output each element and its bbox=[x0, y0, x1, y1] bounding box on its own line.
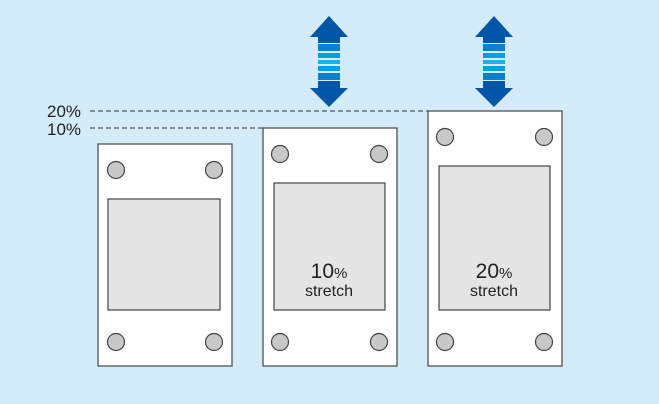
panel-10-stretch: 10% stretch bbox=[262, 127, 398, 367]
panel-original bbox=[97, 143, 233, 367]
mount-hole-icons bbox=[270, 144, 389, 352]
stretch-caption: stretch bbox=[305, 283, 353, 300]
panel-20-stretch: 20% stretch bbox=[427, 110, 563, 367]
mount-hole-icons bbox=[435, 127, 554, 352]
stretch-arrow-icon bbox=[475, 16, 513, 107]
stretch-percent: 10% bbox=[311, 260, 348, 283]
mount-hole-icons bbox=[106, 160, 224, 352]
level-10-label: 10% bbox=[47, 120, 81, 139]
stretch-caption: stretch bbox=[470, 283, 518, 300]
level-20-label: 20% bbox=[47, 102, 81, 121]
stretch-percent: 20% bbox=[476, 260, 513, 283]
stretch-arrow-icon bbox=[310, 16, 348, 107]
